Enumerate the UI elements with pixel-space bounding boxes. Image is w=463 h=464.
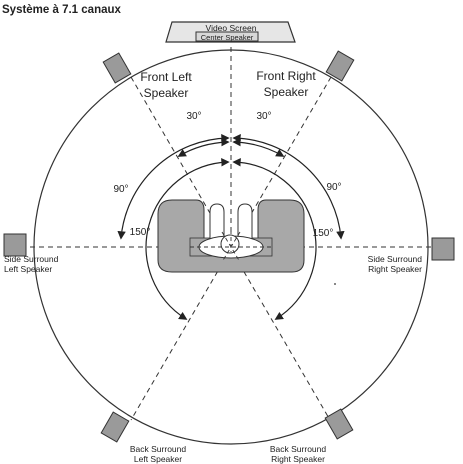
video-screen-label: Video Screen [206, 23, 257, 33]
side-left-speaker [3, 233, 27, 257]
side-right-label-1: Side Surround [368, 254, 423, 264]
diagram-title: Système à 7.1 canaux [2, 4, 122, 16]
front-right-label-2: Speaker [264, 85, 309, 99]
angle-label-front-left: 30° [186, 111, 201, 122]
arc-30-left [177, 138, 230, 157]
side-right-label-2: Right Speaker [368, 264, 422, 274]
angle-label-front-right: 30° [256, 111, 271, 122]
speaker-labels: Front Left Speaker Front Right Speaker S… [4, 69, 422, 464]
angle-label-side-right: 90° [326, 182, 341, 193]
back-right-speaker [324, 408, 354, 440]
angle-arcs [117, 133, 345, 320]
side-right-speaker [431, 237, 455, 261]
small-dot [334, 283, 336, 285]
angle-label-back-left: 150° [130, 227, 151, 238]
listener-head [220, 234, 240, 254]
side-left-label-2: Left Speaker [4, 264, 52, 274]
front-right-speaker [325, 50, 355, 82]
angle-label-side-left: 90° [113, 184, 128, 195]
arc-150-left [145, 158, 230, 320]
arc-90-right [232, 133, 345, 240]
listener-right-arm [237, 203, 253, 243]
listening-sofa [157, 199, 305, 273]
back-left-label-2: Left Speaker [134, 454, 182, 464]
front-left-speaker [102, 52, 132, 84]
angle-label-back-right: 150° [313, 228, 334, 239]
center-speaker-label: Center Speaker [201, 33, 254, 42]
video-screen: Video Screen Center Speaker [165, 21, 296, 43]
front-left-label-2: Speaker [144, 86, 189, 100]
center-speaker [195, 31, 259, 42]
back-left-speaker [100, 411, 130, 443]
arc-90-left [117, 133, 230, 240]
front-right-label-1: Front Right [256, 69, 316, 83]
angle-labels: 30° 30° 90° 90° 150° 150° [113, 111, 341, 239]
axis-overlay [190, 230, 272, 263]
arc-30-right [232, 138, 285, 157]
back-left-label-1: Back Surround [130, 444, 186, 454]
front-left-label-1: Front Left [140, 70, 192, 84]
side-left-label-1: Side Surround [4, 254, 59, 264]
speakers [3, 50, 455, 443]
back-right-label-1: Back Surround [270, 444, 326, 454]
back-right-label-2: Right Speaker [271, 454, 325, 464]
arc-150-right [232, 158, 317, 320]
listener-left-arm [209, 203, 225, 243]
